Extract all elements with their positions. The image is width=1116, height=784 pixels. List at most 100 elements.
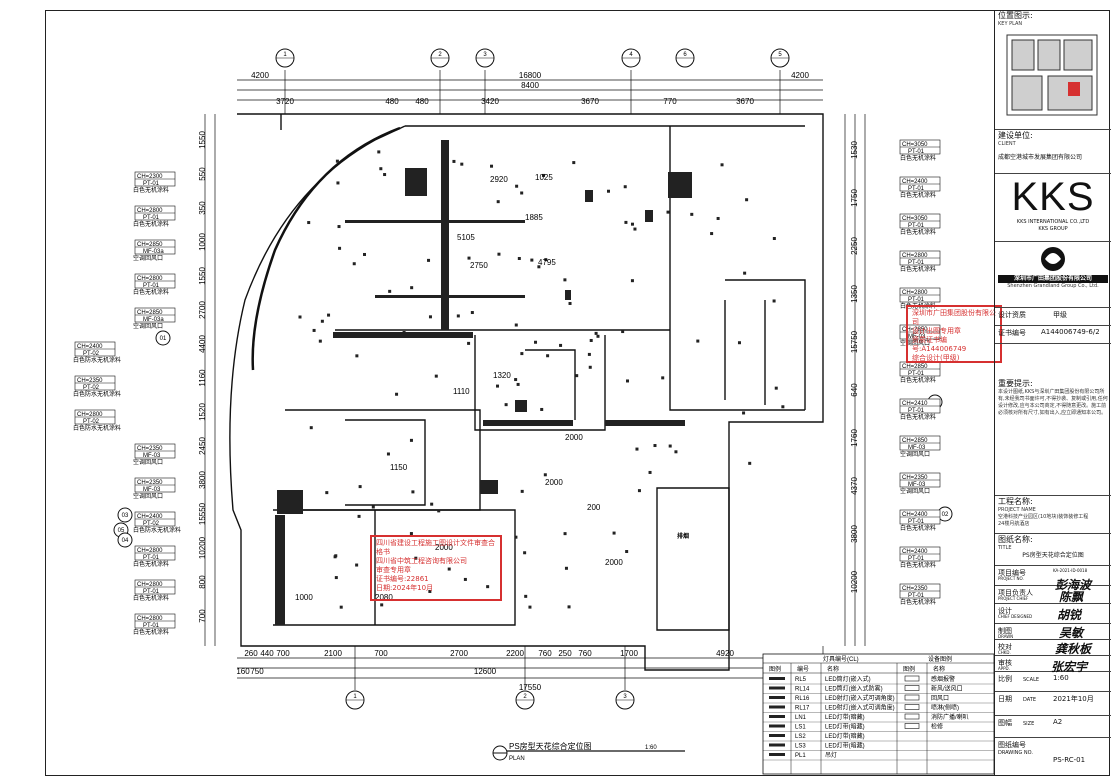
ceiling-tag-code: CH=2850 bbox=[902, 364, 928, 370]
dimension-right: 15750 bbox=[850, 330, 859, 353]
ceiling-tag-desc: 白色防水无机涂料 bbox=[73, 356, 121, 364]
ceiling-plan-drawing: 1234561234010305070204 42001680042008400… bbox=[73, 48, 994, 775]
light-fixture bbox=[470, 311, 474, 315]
signature: 吴敏 bbox=[1059, 626, 1084, 640]
review-stamp-line: 四川省建设工程施工图设计文件审查合格书 bbox=[376, 539, 495, 556]
axis-bubble-label: 6 bbox=[683, 52, 687, 58]
date-row: 日期 DATE 2021年10月 bbox=[995, 692, 1111, 716]
legend-frame bbox=[762, 653, 994, 775]
notice-text: 本设计图纸,KKS与深圳广田集团股份有限公司所有,未经我司书面许可,不得抄袭、复… bbox=[998, 389, 1108, 416]
light-fixture bbox=[589, 338, 593, 342]
ceiling-tag-desc: 白色无机涂料 bbox=[900, 228, 936, 236]
legend-title: 灯具编号(CL) bbox=[823, 655, 859, 663]
dimension-left: 1000 bbox=[198, 233, 207, 251]
light-fixture bbox=[520, 191, 524, 195]
dimension-bottom: 17550 bbox=[519, 683, 542, 692]
plan-title-sub: PLAN bbox=[509, 756, 525, 762]
review-stamp: 四川省建设工程施工图设计文件审查合格书 四川省中筑工程咨询有限公司 审查专用章 … bbox=[370, 535, 502, 601]
detail-marker bbox=[155, 330, 171, 346]
ceiling-tag-type: PT-02 bbox=[83, 419, 100, 425]
dimension-bottom: 760 bbox=[538, 649, 552, 658]
light-fixture bbox=[352, 262, 356, 266]
ceiling-tag-type: MF-03 bbox=[143, 453, 161, 459]
ceiling-tag-desc: 白色无机涂料 bbox=[900, 376, 936, 384]
axis-bubble-label: 3 bbox=[483, 52, 487, 58]
notice-label: 重要提示: bbox=[998, 379, 1033, 388]
light-fixture bbox=[355, 563, 359, 567]
client-label: 建设单位: bbox=[998, 131, 1033, 140]
light-fixture bbox=[625, 550, 629, 554]
dimension-left: 1520 bbox=[198, 403, 207, 421]
light-fixture bbox=[515, 184, 519, 188]
legend-symbol bbox=[904, 694, 920, 701]
ceiling-tag-desc: 空调回风口 bbox=[133, 492, 163, 500]
legend-title: 设备图例 bbox=[928, 655, 952, 663]
light-fixture bbox=[383, 173, 387, 177]
light-fixture bbox=[299, 497, 303, 501]
title-block: 位置图示: KEY PLAN 建设单位: CLIENT 成都空港城市发展集团有限… bbox=[994, 10, 1111, 776]
detail-marker-label: 02 bbox=[942, 512, 949, 518]
dimension-top: 16800 bbox=[519, 71, 542, 80]
light-fixture bbox=[626, 379, 630, 383]
ceiling-tag-desc: 白色无机涂料 bbox=[133, 560, 169, 568]
ceiling-tag-code: CH=3050 bbox=[902, 142, 928, 148]
grandland-logo-icon bbox=[1041, 247, 1065, 271]
light-fixture bbox=[540, 407, 544, 411]
legend-name: LED筒灯(嵌入式) bbox=[825, 675, 871, 683]
size-row: 图幅 SIZE A2 bbox=[995, 716, 1111, 738]
light-fixture bbox=[542, 173, 546, 177]
dimension-inner: 1025 bbox=[535, 173, 553, 182]
dimension-inner: 1150 bbox=[390, 463, 408, 472]
ceiling-tag-code: CH=2800 bbox=[77, 412, 103, 418]
light-fixture bbox=[621, 330, 625, 334]
plan-title-scale: 1:60 bbox=[645, 745, 657, 751]
legend-code: RL17 bbox=[795, 706, 810, 712]
light-fixture bbox=[463, 577, 467, 581]
ceiling-tag-code: CH=2350 bbox=[902, 586, 928, 592]
light-fixture bbox=[587, 352, 591, 356]
light-fixture bbox=[327, 313, 331, 317]
light-fixture bbox=[363, 252, 367, 256]
light-fixture bbox=[496, 384, 500, 388]
company-cn: 深圳市广田集团股份有限公司 bbox=[998, 275, 1108, 283]
axis-bubble-label: 5 bbox=[778, 52, 782, 58]
ceiling-tag-code: CH=2800 bbox=[902, 290, 928, 296]
light-fixture bbox=[534, 340, 538, 344]
right-ceiling-tags: CH=3050PT-01白色无机涂料CH=2400PT-01白色无机涂料CH=3… bbox=[899, 139, 941, 606]
dimension-inner: 1000 bbox=[295, 593, 313, 602]
legend-header: 图例 bbox=[903, 665, 915, 673]
dimension-top: 480 bbox=[385, 97, 399, 106]
ceiling-tag-type: PT-01 bbox=[908, 297, 925, 303]
kks-sub1: KKS INTERNATIONAL CO.,LTD bbox=[1016, 219, 1090, 225]
drawing-number-row: 图纸编号 DRAWING NO. PS-RC-01 bbox=[995, 738, 1111, 776]
light-fixture bbox=[743, 271, 747, 275]
ceiling-tag-type: PT-02 bbox=[83, 385, 100, 391]
dimension-left: 2450 bbox=[198, 437, 207, 455]
light-fixture bbox=[333, 555, 337, 559]
date-label: 日期 bbox=[998, 695, 1012, 703]
legend-equipment: 感烟报警 bbox=[931, 675, 955, 683]
light-fixture bbox=[460, 162, 464, 166]
light-fixture bbox=[559, 343, 563, 347]
light-fixture bbox=[380, 603, 384, 607]
axis-bubble-label: 4 bbox=[629, 52, 633, 58]
dimension-inner: 2080 bbox=[375, 593, 393, 602]
ceiling-tag-desc: 白色无机涂料 bbox=[133, 186, 169, 194]
dimension-inner: 2750 bbox=[470, 261, 488, 270]
dimension-inner: 1885 bbox=[525, 213, 543, 222]
ceiling-tag-type: PT-02 bbox=[143, 521, 160, 527]
light-fixture bbox=[633, 227, 637, 231]
ceiling-tag-type: PT-01 bbox=[908, 223, 925, 229]
ceiling-tag-code: CH=2350 bbox=[902, 475, 928, 481]
ceiling-tag-code: CH=2800 bbox=[137, 208, 163, 214]
light-fixture bbox=[575, 374, 579, 378]
ceiling-tag-desc: 空调回风口 bbox=[900, 339, 930, 347]
dimension-bottom: 12600 bbox=[474, 667, 497, 676]
light-fixture bbox=[467, 256, 471, 260]
light-fixture bbox=[357, 514, 361, 518]
ceiling-tag-code: CH=2350 bbox=[137, 480, 163, 486]
ceiling-tag-desc: 白色无机涂料 bbox=[900, 598, 936, 606]
dimension-inner: 2000 bbox=[565, 433, 583, 442]
